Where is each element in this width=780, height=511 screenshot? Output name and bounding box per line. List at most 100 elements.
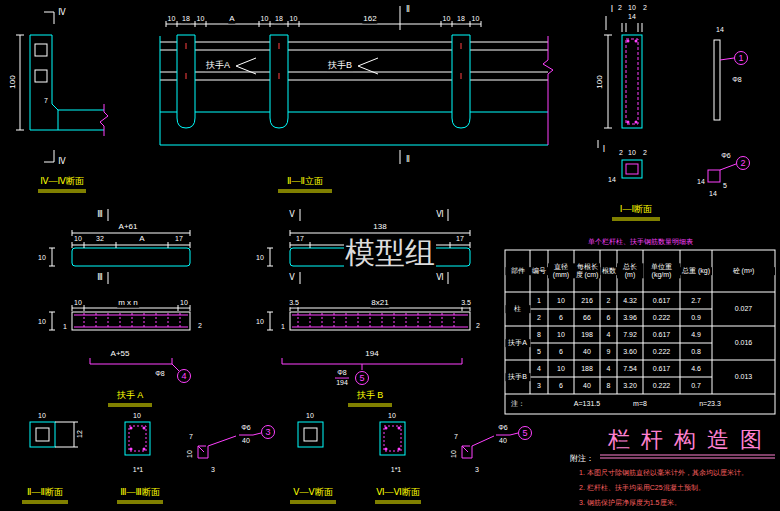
dimension-label: 194 [364,350,379,359]
dimension-label: Ⅰ [610,6,614,15]
section-title: 扶手 B [356,391,385,401]
dimension-label: Ⅰ [602,146,606,155]
dimension-label: 40 [241,437,251,445]
table-cell: 4 [606,331,612,339]
table-cell: A=131.5 [573,400,601,408]
table-cell: 4 [606,365,612,373]
rebar-dots [130,40,638,451]
dimension-label: 14 [708,190,718,198]
dimension-label: 7 [43,97,49,105]
dimension-label: 18 [181,15,191,23]
section-title: 扶手 A [116,391,145,401]
dimension-label: Φ6 [240,424,251,432]
dimension-label: 14 [696,178,706,186]
railing-elevation [186,43,461,79]
table-cell: 4 [536,365,542,373]
dimension-label: 10 [37,318,47,326]
dimension-label: 100 [596,74,605,89]
section-iv-figure [44,12,54,162]
section-i-figure [622,23,642,32]
dimension-label: 2 [642,149,648,157]
table-cell: 0.222 [652,382,672,390]
section-i-figure [708,170,720,182]
callout-circle: 2 [736,156,750,170]
handrail-b-figure [267,248,273,266]
table-cell: 2 [606,297,612,305]
rebar-dots [635,121,638,124]
table-cell: 8 [536,331,542,339]
small-sections [22,501,68,503]
dimension-label: 1 [280,323,286,331]
rebar-dots [385,448,388,451]
handrail-a-figure [49,209,190,406]
dimension-label: 10 [471,15,481,23]
section-i-figure [720,164,736,170]
dimension-label: Ⅱ [405,156,411,165]
table-cell: 6 [558,382,564,390]
callout-number: 4 [181,372,186,381]
table-cell: 2 [536,314,542,322]
section-i-figure [622,35,642,128]
section-i-figure [626,164,638,174]
section-i-figure [626,39,638,124]
railing-elevation [160,42,548,80]
table-cell: 3.60 [622,348,638,356]
section-iv-figure [30,35,58,130]
table-cell: 7.92 [622,331,638,339]
callout-circle: 1 [734,51,748,65]
handrail-a-figure [74,315,188,327]
dimension-label: 10 [450,449,458,459]
dimension-label: 3.5 [288,299,300,307]
small-sections [298,422,323,447]
dimension-label: A [228,15,235,24]
dimension-label: 2 [617,4,623,12]
dimension-label: 2 [475,322,481,330]
small-sections [55,422,78,447]
section-title: Ⅵ—Ⅵ断面 [375,488,421,498]
dimension-label: 扶手B [327,61,353,71]
table-title: 单个栏杆柱、扶手钢筋数量明细表 [587,238,694,246]
dimension-label: Φ8 [731,76,742,84]
dimension-label: 1*1 [132,466,145,474]
dimension-label: 10 [73,235,83,243]
note-text: 3. 钢筋保护层净厚度为1.5厘米。 [578,499,682,507]
table-cell: 1 [536,297,542,305]
dimension-label: Φ6 [497,424,508,432]
table-cell: 6 [606,314,612,322]
dimension-label: Φ6 [720,152,731,160]
dimension-label: Ⅳ [57,9,66,18]
table-cell: 6 [558,314,564,322]
dimension-label: 7 [188,433,194,441]
rebar-dots [130,427,133,430]
rebar-dots [130,448,133,451]
callout-circle: 3 [261,425,275,439]
table-cell: 3.96 [622,314,638,322]
section-i-figure [714,40,720,120]
table-cell: 0.016 [734,339,754,347]
dimension-label: 17 [455,235,465,243]
dimension-label: Ⅳ [57,158,66,167]
dimension-label: 10 [196,15,206,23]
note-text: 1. 本图尺寸除钢筋直径以毫米计外，其余均以厘米计。 [578,469,749,477]
small-sections [36,428,49,441]
dimension-label: 14 [607,176,617,184]
dimension-label: 3 [474,466,480,474]
small-sections [129,426,146,451]
handrail-b-figure [300,209,448,284]
section-title: Ⅰ—Ⅰ断面 [619,205,653,215]
dimension-label: 1 [62,323,68,331]
dimension-label: 10 [627,4,637,12]
dimension-label: 扶手A [205,61,231,71]
dimension-label: 10 [186,449,194,459]
rebar-dots [143,427,146,430]
rebar-dots [627,40,630,43]
dimension-label: 5 [722,182,728,190]
table-cell: 0.7 [690,382,702,390]
dimension-label: 40 [498,437,508,445]
handrail-a-figure [90,358,172,364]
watermark: 模型组 [344,236,436,269]
table-cell: 柱 [505,305,530,313]
handrail-a-figure [49,312,55,330]
table-cell: 4.32 [622,297,638,305]
